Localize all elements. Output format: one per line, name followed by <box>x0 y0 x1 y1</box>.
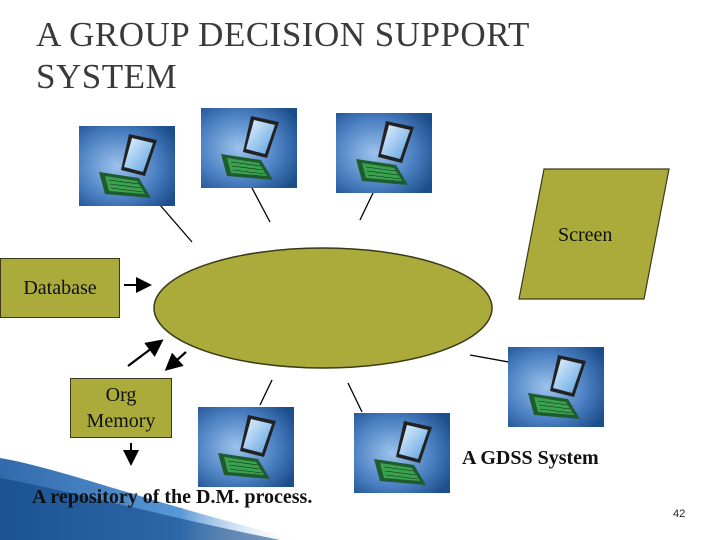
laptop-icon <box>336 113 432 193</box>
database-node: Database <box>0 258 120 318</box>
org-memory-label: Org Memory <box>86 384 156 432</box>
screen-label: Screen <box>558 224 613 246</box>
laptop-graphic <box>508 347 604 427</box>
laptop-graphic <box>201 108 297 188</box>
laptop-icon <box>354 413 450 493</box>
laptop-graphic <box>79 126 175 206</box>
laptop-icon <box>508 347 604 427</box>
slide-title: A GROUP DECISION SUPPORT SYSTEM <box>36 15 530 96</box>
connector-line <box>347 382 363 413</box>
page-number: 42 <box>673 508 686 520</box>
decorative-swoosh <box>0 458 300 540</box>
org-memory-node: Org Memory <box>70 378 172 438</box>
screen-node <box>518 168 670 300</box>
laptop-icon <box>198 407 294 487</box>
connector-line <box>259 379 273 406</box>
laptop-icon <box>79 126 175 206</box>
connector-line <box>159 204 193 243</box>
database-label: Database <box>23 277 97 299</box>
hub-ellipse <box>153 247 493 369</box>
gdss-caption: A GDSS System <box>462 447 599 469</box>
laptop-icon <box>201 108 297 188</box>
repository-caption: A repository of the D.M. process. <box>32 486 313 508</box>
laptop-graphic <box>336 113 432 193</box>
connector-line <box>251 187 271 223</box>
laptop-graphic <box>198 407 294 487</box>
laptop-graphic <box>354 413 450 493</box>
connector-line <box>359 192 374 221</box>
